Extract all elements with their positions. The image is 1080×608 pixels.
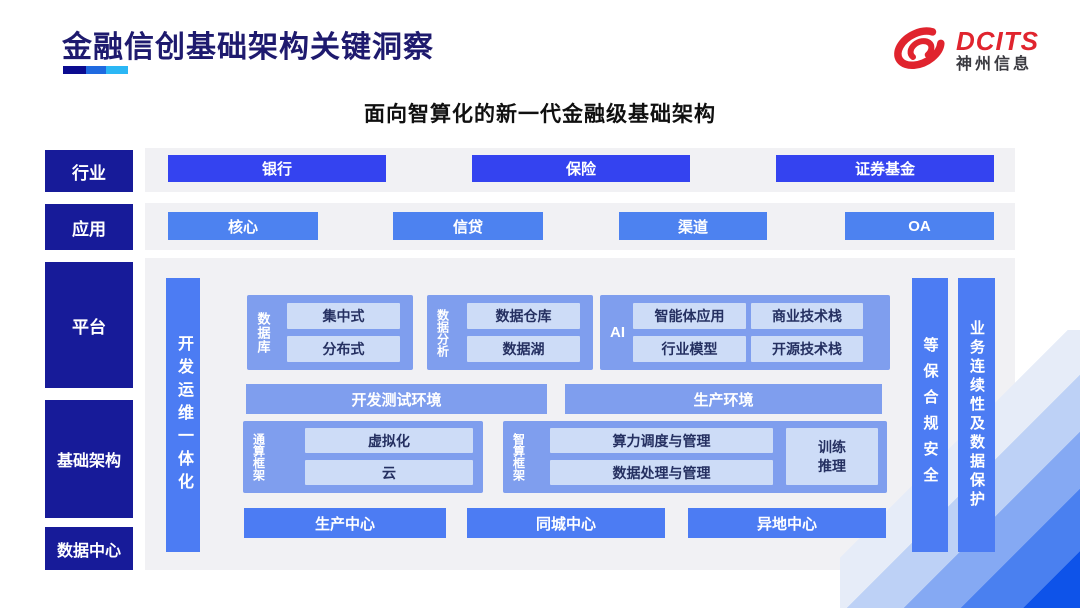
analytics-item-lake: 数据湖 <box>467 336 580 362</box>
company-logo: DCITS 神州信息 <box>890 22 1055 80</box>
ai-item-industry-models: 行业模型 <box>633 336 746 362</box>
general-compute-item-virtualization: 虚拟化 <box>305 428 473 453</box>
ai-item-agent-apps: 智能体应用 <box>633 303 746 329</box>
env-bar-devtest: 开发测试环境 <box>246 384 547 414</box>
devops-bar: 开发运维一体化 <box>166 278 200 552</box>
row-label-platform: 平台 <box>45 262 133 388</box>
row-label-application: 应用 <box>45 204 133 250</box>
general-compute-item-cloud: 云 <box>305 460 473 485</box>
analytics-item-warehouse: 数据仓库 <box>467 303 580 329</box>
row-label-infrastructure: 基础架构 <box>45 400 133 518</box>
infer-label: 推理 <box>818 457 846 474</box>
center-production: 生产中心 <box>244 508 446 538</box>
row-label-datacenter: 数据中心 <box>45 527 133 570</box>
underline-segment-medium <box>86 66 106 74</box>
center-remote: 异地中心 <box>688 508 886 538</box>
industry-box-securities: 证券基金 <box>776 155 994 182</box>
ai-group-label: AI <box>610 324 625 341</box>
ai-compute-item-scheduling: 算力调度与管理 <box>550 428 773 453</box>
app-box-channel: 渠道 <box>619 212 767 240</box>
title-underline <box>63 66 128 74</box>
row-label-industry: 行业 <box>45 150 133 192</box>
logo-company-text: 神州信息 <box>956 56 1033 74</box>
underline-segment-dark <box>63 66 86 74</box>
ai-item-opensource-stack: 开源技术栈 <box>751 336 863 362</box>
ai-compute-train-infer-box: 训练 推理 <box>786 428 878 485</box>
industry-box-bank: 银行 <box>168 155 386 182</box>
security-bar: 等保合规安全 <box>912 278 948 552</box>
ai-compute-group-label: 智算框架 <box>511 433 526 481</box>
app-box-credit: 信贷 <box>393 212 543 240</box>
diagram-title: 面向智算化的新一代金融级基础架构 <box>364 103 716 126</box>
logo-brand-text: DCITS <box>956 25 1039 56</box>
app-box-core: 核心 <box>168 212 318 240</box>
center-samecity: 同城中心 <box>467 508 665 538</box>
general-compute-group-label: 通算框架 <box>251 433 266 481</box>
ai-compute-item-dataprocessing: 数据处理与管理 <box>550 460 773 485</box>
database-item-centralized: 集中式 <box>287 303 400 329</box>
continuity-bar: 业务连续性及数据保护 <box>958 278 995 552</box>
underline-segment-light <box>106 66 128 74</box>
env-bar-production: 生产环境 <box>565 384 882 414</box>
app-box-oa: OA <box>845 212 994 240</box>
database-group-label: 数据库 <box>255 311 271 354</box>
analytics-group-label: 数据分析 <box>435 308 450 357</box>
ai-item-commercial-stack: 商业技术栈 <box>751 303 863 329</box>
database-item-distributed: 分布式 <box>287 336 400 362</box>
page-title: 金融信创基础架构关键洞察 <box>62 31 434 64</box>
logo-swirl-icon <box>894 27 945 70</box>
train-label: 训练 <box>818 439 846 456</box>
industry-box-insurance: 保险 <box>472 155 690 182</box>
